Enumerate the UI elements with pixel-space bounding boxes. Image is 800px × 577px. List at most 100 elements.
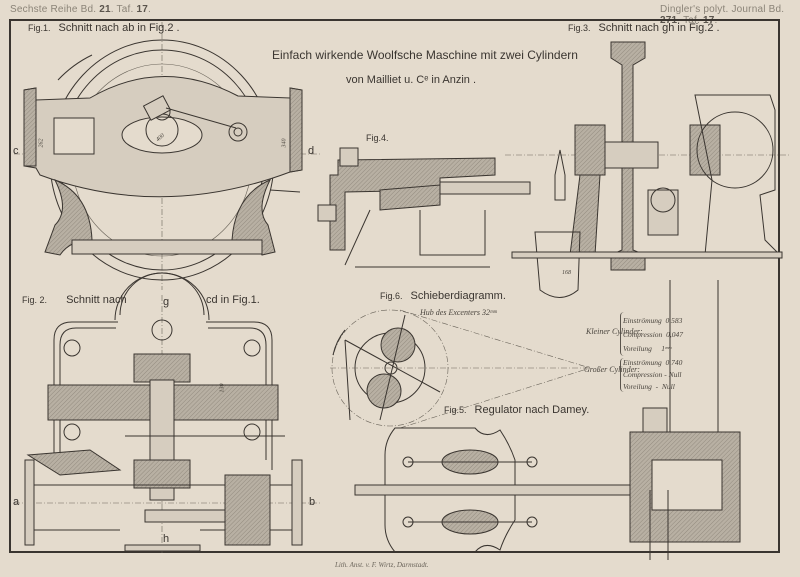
section-letter-a: a: [13, 496, 20, 508]
lower-bearing: [133, 459, 191, 489]
bolt-hole-2: [243, 339, 261, 357]
header-left: Sechste Reihe Bd. 21. Taf. 17.: [10, 4, 151, 15]
bottom-plate: [124, 544, 201, 552]
header-volume: 21: [99, 4, 111, 15]
fig3-base: [511, 251, 783, 259]
governor-ball: [650, 187, 676, 213]
section-letter-g: g: [163, 296, 170, 308]
fig1-drawing: [14, 22, 322, 290]
right-cover: [289, 87, 303, 173]
small-cyl-row: Compression 0,047: [623, 328, 683, 342]
fig6-rotation-arrow: [332, 329, 346, 356]
journal-name: Dingler's polyt. Journal Bd.: [660, 4, 785, 15]
dim-fig1-left: 262: [38, 138, 45, 148]
top-nut: [339, 147, 359, 167]
throttle-chamber: [651, 459, 723, 511]
header-series: Sechste Reihe Bd.: [10, 4, 97, 15]
governor-casing: [384, 427, 516, 553]
crosshead-pin: [228, 122, 248, 142]
dim-fig1-right: 340: [281, 138, 288, 148]
dim-fig2-top: 130: [219, 383, 226, 393]
fig6-number: Fig.6.: [380, 291, 403, 301]
valve-gear: [26, 449, 122, 476]
row-name: Einströmung: [623, 316, 662, 325]
base-plate: [71, 239, 263, 255]
fig1-label: Fig.1. Schnitt nach ab in Fig.2 .: [28, 22, 180, 34]
section-letter-h: h: [163, 533, 170, 545]
small-cyl-row: Voreilung 1ᵐᵐ: [623, 342, 683, 356]
valve-rod: [439, 181, 531, 195]
large-cylinder-section: [224, 474, 271, 546]
fig5-drawing: [354, 280, 741, 560]
pivot-4: [526, 516, 538, 528]
row-name: Einströmung: [623, 358, 662, 367]
fig2-number: Fig. 2.: [22, 295, 48, 305]
shaft-end: [151, 319, 173, 341]
header-plate: 17: [136, 4, 148, 15]
dead-centre-lines: [344, 339, 441, 421]
crank-line: [379, 314, 406, 421]
side-nut: [317, 204, 337, 222]
projection-line-2: [399, 367, 591, 429]
pivot-3: [402, 516, 414, 528]
dim-fig3-piston: 168: [562, 270, 571, 276]
section-letter-b: b: [309, 496, 316, 508]
fig5-caption: Regulator nach Damey.: [474, 404, 590, 416]
row-value: Null: [668, 370, 682, 379]
projection-line-1: [399, 309, 591, 369]
row-name: Compression: [623, 330, 663, 339]
cylinder-ends: [24, 459, 303, 546]
pivot-1: [402, 456, 414, 468]
section-letter-c: c: [13, 145, 19, 157]
crank-housing: [694, 94, 782, 256]
row-name: Voreilung: [623, 382, 652, 391]
section-letter-d: d: [308, 145, 315, 157]
large-cyl-row: Voreilung - Null: [623, 382, 675, 391]
steam-pipe-lines: [649, 280, 719, 560]
row-name: Compression: [623, 370, 663, 379]
right-bearing: [689, 124, 721, 176]
fig5-number: Fig.5.: [444, 405, 467, 415]
piston: [53, 117, 95, 155]
small-cylinder-table: Einströmung 0,583 Compression 0,047 Vore…: [623, 314, 683, 356]
fig1-caption: Schnitt nach ab in Fig.2 .: [58, 22, 180, 34]
fig2-caption-left: Schnitt nach: [66, 294, 127, 306]
left-cover: [23, 87, 37, 167]
row-value: Null: [661, 382, 675, 391]
slide-valve: [379, 184, 441, 211]
lap-circle-lower: [366, 373, 402, 409]
pivot-2: [526, 456, 538, 468]
crank-disc: [696, 111, 774, 189]
fig2-label: Fig. 2. Schnitt nach: [22, 294, 127, 306]
small-cylinder-label: Kleiner Cylinder:: [586, 327, 643, 336]
valve-chest: [329, 157, 496, 251]
crosshead-pin-inner: [233, 127, 243, 137]
throttle-nut: [642, 407, 668, 433]
connecting-rod: [165, 107, 237, 129]
fig6-drawing: [330, 309, 591, 429]
fig4-label: Fig.4.: [366, 132, 397, 144]
row-value: 0,740: [665, 358, 683, 367]
large-cylinder-brace: [620, 358, 627, 392]
fig2-caption-right: cd in Fig.1.: [206, 294, 260, 306]
small-cyl-row: Einströmung 0,583: [623, 314, 683, 328]
eccentric-stroke-note: Hub des Excenters 32ᵐᵐ: [420, 308, 497, 317]
large-cylinder-label: Großer Cylinder:: [584, 365, 640, 374]
steam-ports: [344, 209, 486, 266]
large-cyl-row: Compression - Null: [623, 370, 682, 379]
header-taf: . Taf.: [110, 4, 134, 15]
upper-bearing: [133, 353, 191, 383]
fig3-number: Fig.3.: [568, 23, 591, 33]
fig1-number: Fig.1.: [28, 23, 51, 33]
connecting-rod-end: [142, 95, 172, 121]
fig4-number: Fig.4.: [366, 133, 389, 143]
bolt-hole-4: [243, 423, 261, 441]
lithographer-imprint: Lith. Anst. v. F. Wirtz, Darmstadt.: [335, 561, 429, 569]
valve-spindle: [554, 149, 566, 201]
left-pedestal: [569, 174, 601, 256]
fig6-caption: Schieberdiagramm.: [410, 290, 506, 302]
fig3-drawing: [505, 41, 790, 298]
plate-subtitle: von Mailliet u. Cᵉ in Anzin .: [346, 74, 477, 86]
fig3-caption: Schnitt nach gh in Fig.2 .: [598, 22, 720, 34]
